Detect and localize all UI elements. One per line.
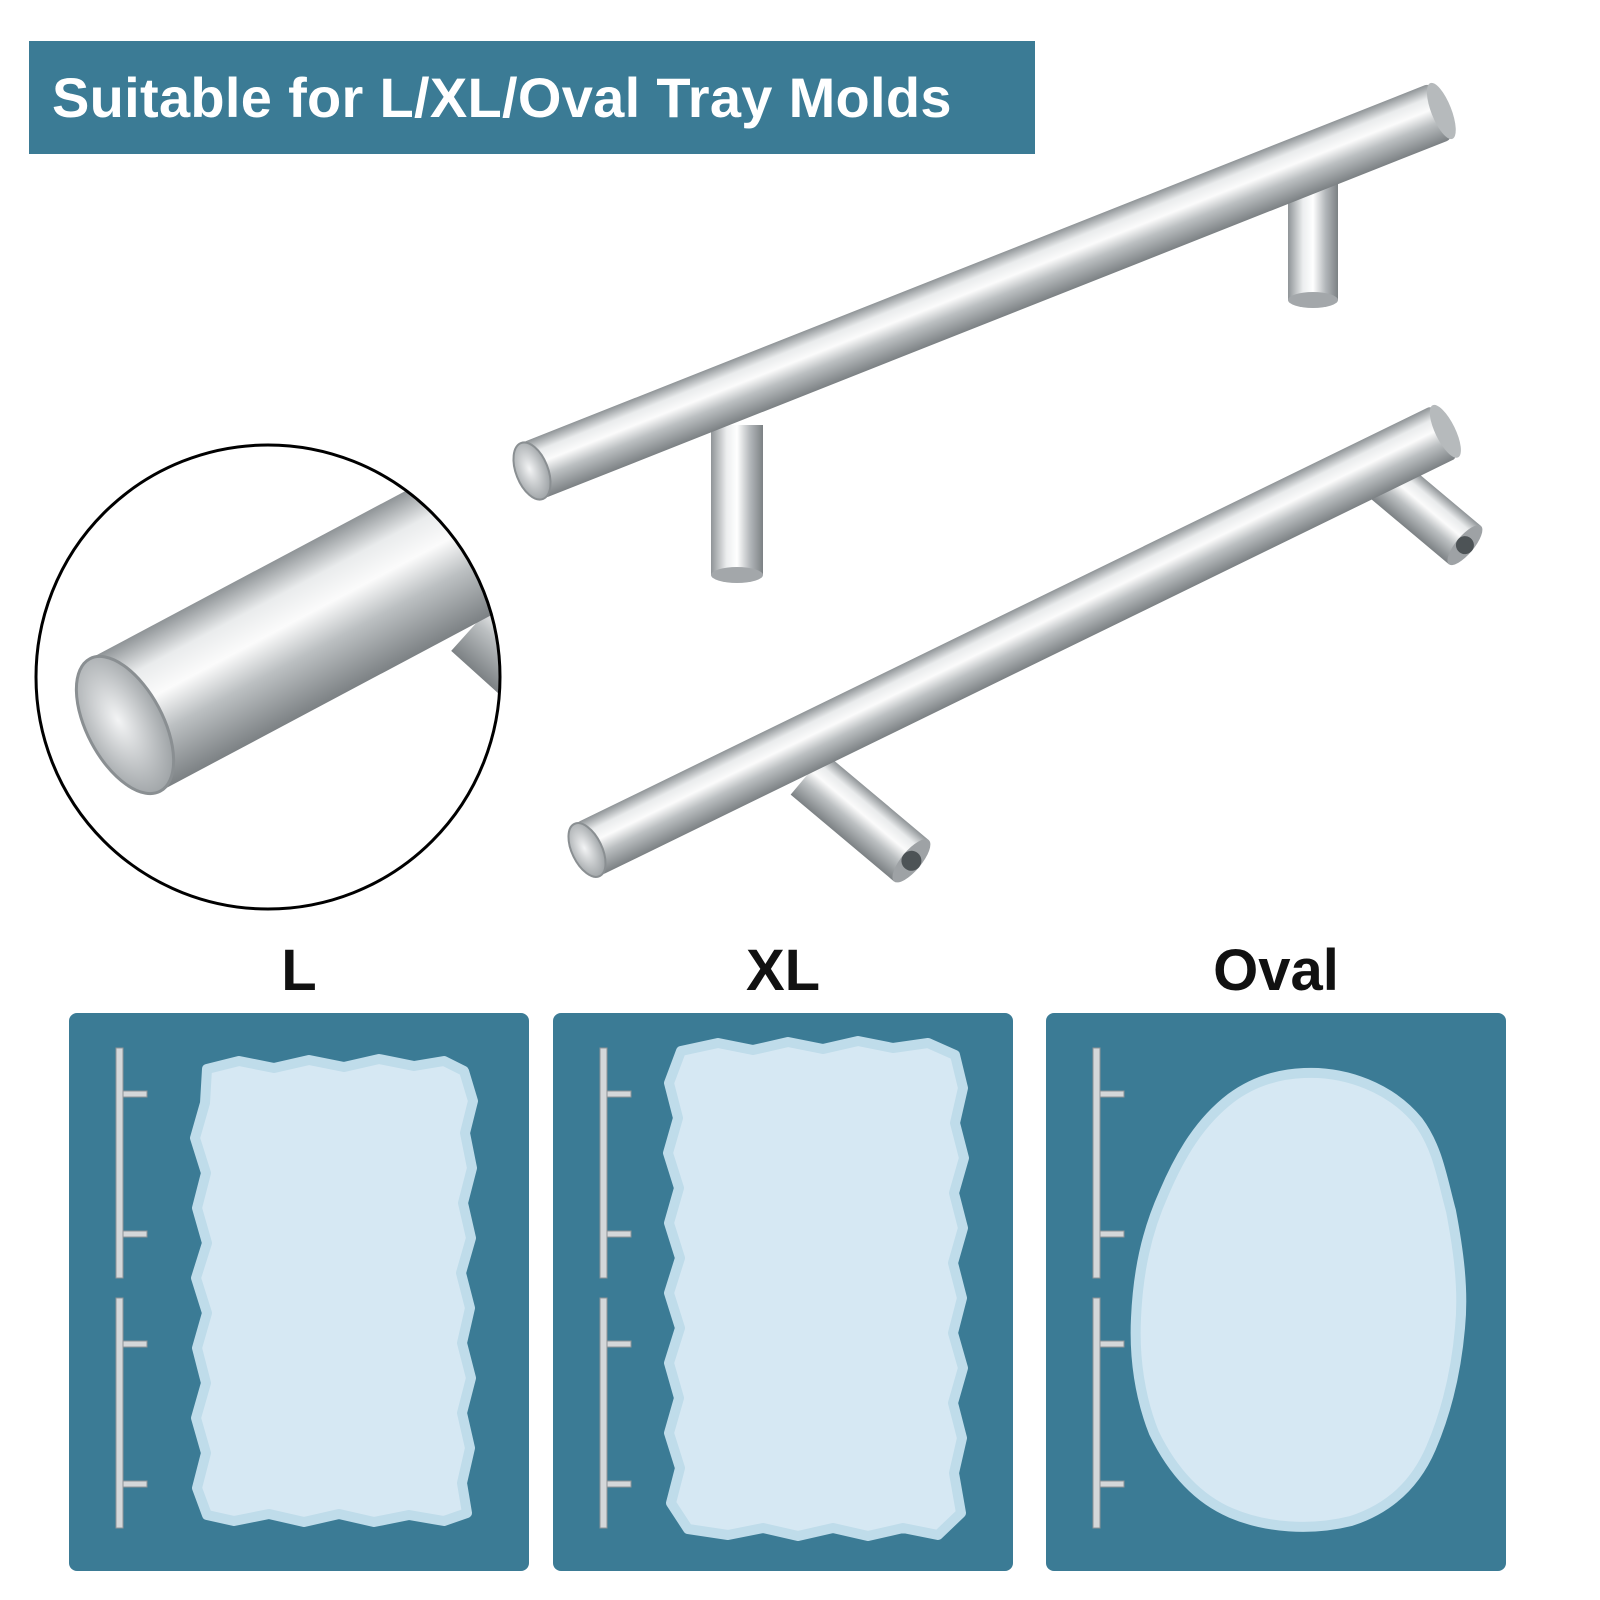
banner-title: Suitable for L/XL/Oval Tray Molds bbox=[52, 66, 952, 129]
l-mold-shape bbox=[190, 1054, 478, 1527]
mold-label-oval: Oval bbox=[1213, 938, 1339, 1003]
upper-handle bbox=[512, 82, 1456, 583]
mold-panel-l bbox=[69, 1013, 529, 1571]
lower-handle bbox=[567, 404, 1483, 883]
mold-label-xl: XL bbox=[745, 938, 821, 1003]
oval-mold-shape bbox=[1130, 1067, 1467, 1532]
mold-panel-xl bbox=[553, 1013, 1013, 1571]
mold-label-l: L bbox=[281, 938, 317, 1003]
mini-handle-icon bbox=[599, 1047, 632, 1279]
mini-handle-icon bbox=[1092, 1297, 1125, 1529]
zoom-detail-circle bbox=[34, 443, 502, 911]
mini-handle-icon bbox=[599, 1297, 632, 1529]
mini-handle-icon bbox=[115, 1047, 148, 1279]
mini-handle-icon bbox=[115, 1297, 148, 1529]
title-banner: Suitable for L/XL/Oval Tray Molds bbox=[29, 41, 1035, 154]
mini-handle-icon bbox=[1092, 1047, 1125, 1279]
mold-panel-oval bbox=[1046, 1013, 1506, 1571]
xl-mold-shape bbox=[663, 1036, 969, 1541]
